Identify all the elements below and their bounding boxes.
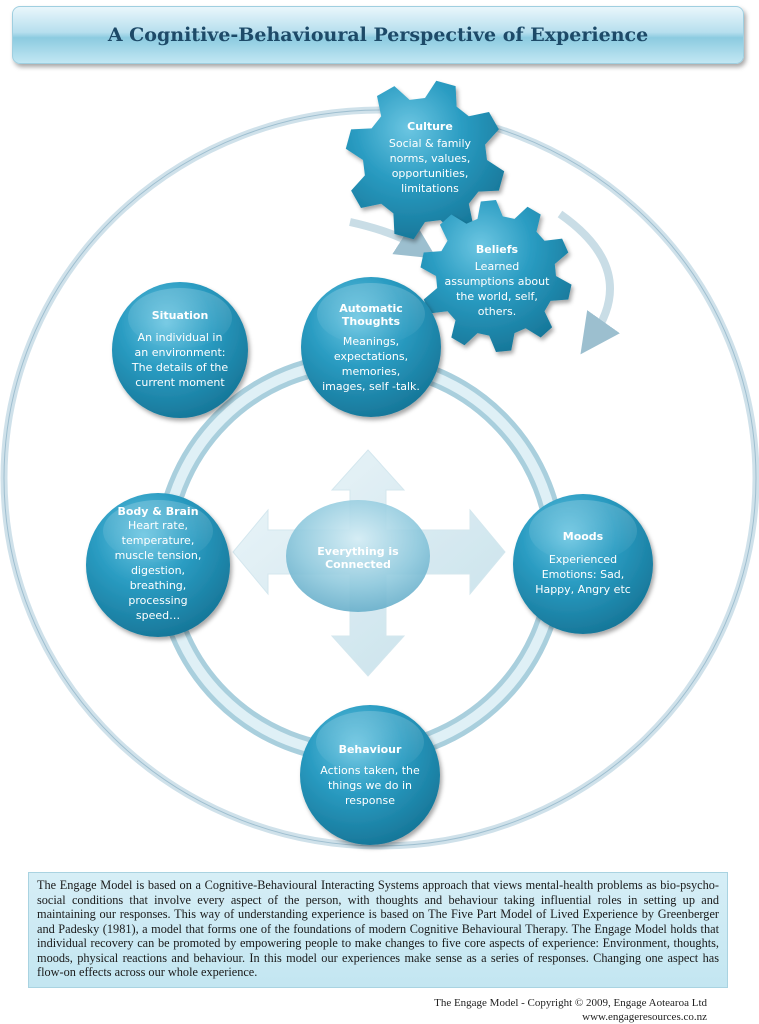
beliefs-to-thoughts-arrow — [557, 210, 620, 355]
culture-desc-4: limitations — [401, 182, 459, 195]
thoughts-title-2: Thoughts — [341, 315, 401, 328]
body-desc-2: temperature, — [121, 534, 195, 547]
center-line-2: Connected — [325, 558, 391, 571]
behaviour-desc-2: things we do in — [327, 779, 413, 792]
moods-title: Moods — [562, 530, 604, 543]
body-label: Body & Brain Heart rate, temperature, mu… — [93, 505, 223, 623]
body-desc-4: digestion, — [130, 564, 186, 577]
body-title: Body & Brain — [117, 505, 199, 518]
thoughts-title-1: Automatic — [339, 302, 403, 315]
beliefs-desc-1: Learned — [474, 260, 520, 273]
body-desc-3: muscle tension, — [114, 549, 202, 562]
culture-desc-3: opportunities, — [391, 167, 469, 180]
behaviour-title: Behaviour — [338, 743, 402, 756]
culture-title: Culture — [407, 120, 453, 133]
culture-to-beliefs-arrow — [349, 218, 437, 259]
page-title: A Cognitive-Behavioural Perspective of E… — [107, 24, 649, 46]
beliefs-gear — [420, 200, 572, 352]
thoughts-desc-4: images, self -talk. — [322, 380, 420, 393]
beliefs-title: Beliefs — [475, 243, 519, 256]
culture-desc-1: Social & family — [388, 137, 472, 150]
website-link[interactable]: www.engageresources.co.nz — [582, 1011, 707, 1023]
copyright-text: The Engage Model - Copyright © 2009, Eng… — [434, 997, 707, 1009]
body-desc-5: breathing, — [129, 579, 187, 592]
situation-desc-3: The details of the — [131, 361, 229, 374]
beliefs-desc-4: others. — [477, 305, 517, 318]
thoughts-desc-2: expectations, — [333, 350, 409, 363]
thoughts-desc-1: Meanings, — [342, 335, 400, 348]
description-box: The Engage Model is based on a Cognitive… — [28, 872, 728, 988]
beliefs-desc-2: assumptions about — [444, 275, 550, 288]
situation-desc-2: an environment: — [134, 346, 226, 359]
diagram-canvas — [0, 80, 759, 850]
title-banner: A Cognitive-Behavioural Perspective of E… — [12, 6, 744, 64]
body-desc-7: speed… — [135, 609, 181, 622]
body-desc-6: processing — [128, 594, 188, 607]
behaviour-desc-3: response — [345, 794, 395, 807]
body-desc-1: Heart rate, — [128, 519, 188, 532]
situation-label: Situation An individual in an environmen… — [115, 309, 245, 390]
description-text: The Engage Model is based on a Cognitive… — [37, 878, 719, 979]
moods-desc-1: Experienced — [548, 553, 618, 566]
situation-desc-1: An individual in — [137, 331, 223, 344]
moods-label: Moods Experienced Emotions: Sad, Happy, … — [518, 530, 648, 597]
beliefs-desc-3: the world, self, — [456, 290, 538, 303]
situation-title: Situation — [151, 309, 209, 322]
thoughts-label: Automatic Thoughts Meanings, expectation… — [306, 302, 436, 394]
behaviour-desc-1: Actions taken, the — [320, 764, 420, 777]
center-line-1: Everything is — [317, 545, 399, 558]
situation-desc-4: current moment — [135, 376, 225, 389]
culture-desc-2: norms, values, — [389, 152, 471, 165]
culture-gear — [345, 80, 505, 240]
center-label: Everything is Connected — [298, 545, 418, 574]
moods-desc-3: Happy, Angry etc — [535, 583, 631, 596]
center-ellipse — [286, 500, 430, 612]
beliefs-label: Beliefs Learned assumptions about the wo… — [432, 243, 562, 319]
moods-desc-2: Emotions: Sad, — [541, 568, 625, 581]
thoughts-desc-3: memories, — [341, 365, 401, 378]
culture-label: Culture Social & family norms, values, o… — [365, 120, 495, 196]
behaviour-label: Behaviour Actions taken, the things we d… — [305, 743, 435, 808]
